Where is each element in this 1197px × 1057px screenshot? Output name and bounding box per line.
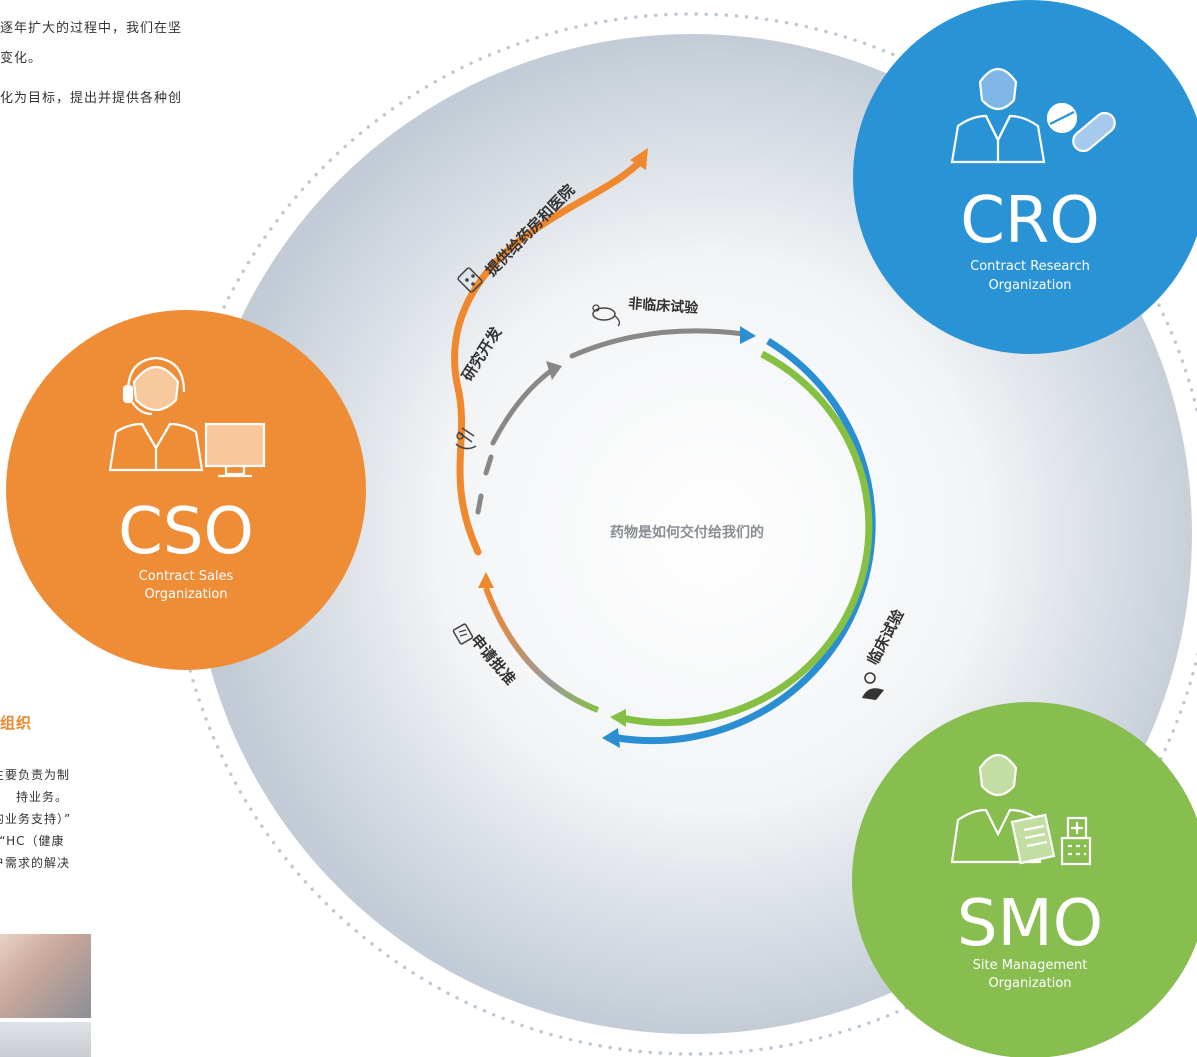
smo-abbr: SMO xyxy=(957,887,1103,961)
cro-abbr: CRO xyxy=(960,184,1100,258)
cso-text-line-1: 主要负责为制 xyxy=(0,768,71,782)
cso-text-line-3: 的业务支持）” xyxy=(0,812,72,826)
outer-dotted-ring xyxy=(170,12,1197,1056)
office-photo xyxy=(0,1022,91,1057)
intro-line-2: 的变化。 xyxy=(0,51,43,66)
cso-circle: CSO Contract Sales Organization xyxy=(6,310,366,670)
smo-full-line-2: Organization xyxy=(988,976,1071,991)
intro-line-1: 求逐年扩大的过程中，我们在坚 xyxy=(0,21,183,36)
rnd-arrowhead xyxy=(546,361,562,380)
clinical-blue-arrow xyxy=(611,338,876,745)
rnd-dashed-arrow xyxy=(475,454,494,515)
document-icon xyxy=(452,623,474,645)
approval-arrowhead xyxy=(478,572,494,588)
clinical-blue-arrowhead xyxy=(602,728,620,748)
patient-icon xyxy=(862,672,884,700)
label-nonclinical: 非临床试验 xyxy=(628,295,700,317)
supply-arrowhead xyxy=(630,148,648,170)
clinical-green-arrow xyxy=(621,350,873,727)
mouse-icon xyxy=(592,304,621,327)
cso-text-line-4: ”“HC（健康 xyxy=(0,834,65,848)
supply-arrow xyxy=(451,158,644,556)
pill-pack-icon xyxy=(457,267,483,293)
cso-text-line-2: 持业务。 xyxy=(16,790,69,804)
intro-line-3: 进化为目标，提出并提供各种创 xyxy=(0,91,183,106)
cycle-arrows xyxy=(451,148,876,748)
smo-circle: SMO Site Management Organization xyxy=(852,702,1197,1057)
smo-full-line-1: Site Management xyxy=(973,958,1088,973)
cso-text-line-5: 户需求的解决 xyxy=(0,856,71,870)
cro-full-line-2: Organization xyxy=(988,278,1071,293)
operator-icon xyxy=(108,356,266,478)
nonclinical-arrow xyxy=(569,328,747,359)
site-staff-icon xyxy=(950,753,1092,866)
operator-photo xyxy=(0,934,91,1018)
approval-arrow xyxy=(483,586,600,713)
cso-section-heading: 组织 xyxy=(0,714,33,732)
rnd-arrow xyxy=(490,367,555,446)
cro-circle: CRO Contract Research Organization xyxy=(853,0,1197,354)
center-label: 药物是如何交付给我们的 xyxy=(610,524,764,541)
researcher-icon xyxy=(950,67,1116,164)
cso-abbr: CSO xyxy=(118,495,254,569)
cro-full-line-1: Contract Research xyxy=(970,259,1090,274)
clinical-green-arrowhead xyxy=(610,709,626,727)
nonclinical-arrowhead xyxy=(740,326,756,344)
cso-full-line-1: Contract Sales xyxy=(139,569,234,584)
cso-full-line-2: Organization xyxy=(144,587,227,602)
microscope-icon xyxy=(455,427,477,450)
